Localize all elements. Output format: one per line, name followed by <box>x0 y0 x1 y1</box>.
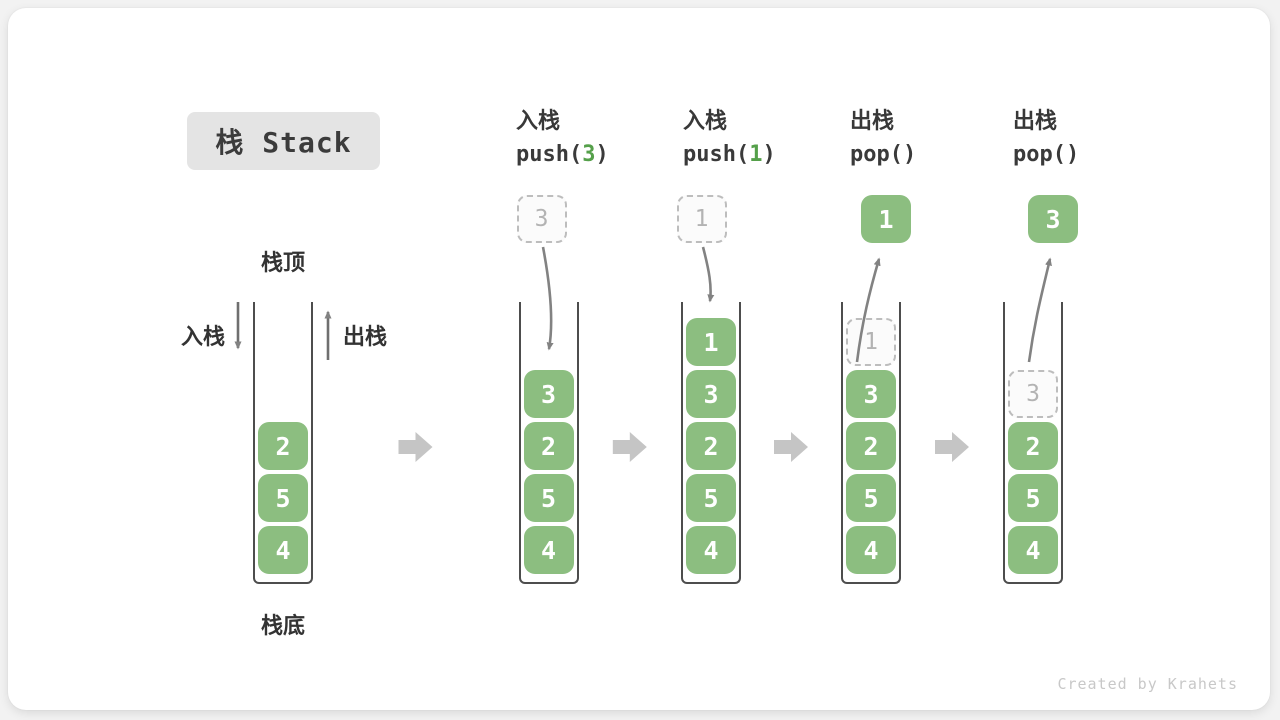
op-code-prefix: push( <box>516 142 583 167</box>
stack-cell: 3 <box>686 370 736 418</box>
stack-cell: 4 <box>686 526 736 574</box>
op-code-suffix: ) <box>762 142 776 167</box>
stack-cell: 1 <box>686 318 736 366</box>
op-code-suffix: ) <box>1065 142 1080 167</box>
stack-cell: 5 <box>1008 474 1058 522</box>
incoming-element: 1 <box>676 195 727 243</box>
push-direction-label: 入栈 <box>180 324 225 349</box>
pop-direction-label: 出栈 <box>343 324 388 349</box>
incoming-element: 3 <box>516 195 567 243</box>
op-code-prefix: pop( <box>1013 142 1066 167</box>
step-arrow-icon <box>398 432 433 462</box>
diagram-title: 栈 Stack <box>187 112 380 170</box>
stack-cell: 2 <box>686 422 736 470</box>
stack-cell: 4 <box>846 526 896 574</box>
stack-cell: 2 <box>846 422 896 470</box>
stack-container-initial-stack <box>253 302 313 584</box>
stack-cell: 2 <box>523 422 574 470</box>
credit-text: Created by Krahets <box>1057 675 1238 693</box>
ghost-cell: 1 <box>846 318 896 366</box>
op-code: pop() <box>850 141 1020 169</box>
stack-cell: 4 <box>1008 526 1058 574</box>
op-name-cn: 入栈 <box>516 108 561 133</box>
op-code-prefix: pop( <box>850 142 903 167</box>
op-code-arg: 1 <box>749 142 763 167</box>
op-code-arg: 3 <box>582 142 596 167</box>
stack-cell: 5 <box>846 474 896 522</box>
op-label-pop-first: 出栈 pop() <box>850 107 1020 169</box>
stack-container-stack-after-push-3 <box>518 302 579 584</box>
stack-top-label: 栈顶 <box>260 250 305 275</box>
stack-container-stack-after-pop-3 <box>1003 302 1063 584</box>
diagram-title-text: 栈 Stack <box>215 126 352 159</box>
stack-cell: 2 <box>1008 422 1058 470</box>
op-label-push-1: 入栈 push(1) <box>683 107 853 169</box>
stack-cell: 5 <box>258 474 308 522</box>
op-code: push(3) <box>516 141 686 169</box>
stack-cell: 3 <box>846 370 896 418</box>
ghost-cell: 3 <box>1008 370 1058 418</box>
stack-cell: 5 <box>523 474 574 522</box>
op-label-pop-second: 出栈 pop() <box>1013 107 1183 169</box>
op-name-cn: 出栈 <box>850 108 895 133</box>
step-arrow-icon <box>774 432 808 462</box>
stack-container-stack-after-pop-1 <box>841 302 901 584</box>
step-arrow-icon <box>935 432 969 462</box>
push-1-arrow-icon <box>701 246 715 303</box>
step-arrow-icon <box>612 432 647 462</box>
op-code: pop() <box>1013 141 1183 169</box>
op-name-cn: 入栈 <box>683 108 728 133</box>
popped-element: 1 <box>861 195 911 243</box>
op-code-prefix: push( <box>683 142 750 167</box>
op-name-cn: 出栈 <box>1013 108 1058 133</box>
op-code: push(1) <box>683 141 853 169</box>
stack-cell: 5 <box>686 474 736 522</box>
op-code-suffix: ) <box>902 142 917 167</box>
op-label-push-3: 入栈 push(3) <box>516 107 686 169</box>
stack-cell: 4 <box>523 526 574 574</box>
stack-cell: 4 <box>258 526 308 574</box>
op-code-suffix: ) <box>595 142 609 167</box>
stack-cell: 3 <box>523 370 574 418</box>
stack-bottom-label: 栈底 <box>260 613 305 638</box>
popped-element: 3 <box>1028 195 1078 243</box>
stack-container-stack-after-push-1 <box>681 302 741 584</box>
stack-cell: 2 <box>258 422 308 470</box>
